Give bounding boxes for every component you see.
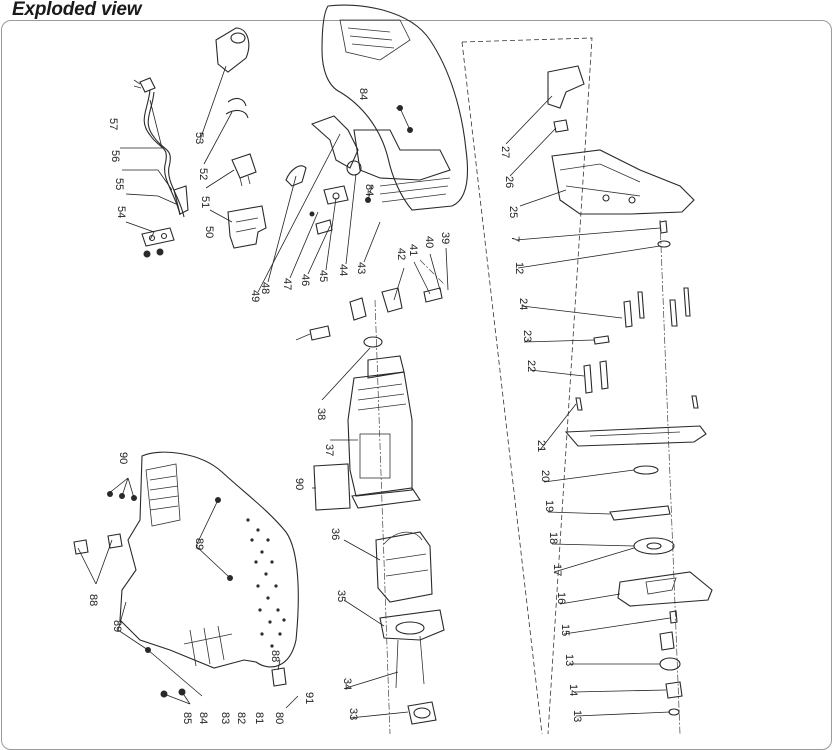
page-title: Exploded view [12,0,142,20]
callout-90-plate: 90 [293,478,305,490]
callout-45: 45 [317,270,329,282]
callout-17: 17 [551,564,563,576]
callout-33: 33 [347,708,359,720]
callout-47: 47 [281,278,293,290]
callout-41: 41 [407,244,419,256]
callout-leaders [77,65,671,719]
callout-89-upper: 89 [193,538,205,550]
motor-stator [375,531,433,603]
callout-39: 39 [439,232,451,244]
callout-89-lower: 89 [111,620,123,632]
callout-55: 55 [113,178,125,190]
callout-36: 36 [329,528,341,540]
callout-88-left: 88 [87,594,99,606]
plunger-guide [609,505,675,555]
callout-81: 81 [253,712,265,724]
cable-clamp [141,227,175,258]
callout-38: 38 [315,408,327,420]
callout-51: 51 [199,196,211,208]
callout-13-upper: 13 [563,654,575,666]
bearing-plate [379,609,445,725]
callout-84-top: 84 [357,88,369,100]
callout-19: 19 [543,500,555,512]
callout-44: 44 [337,264,349,276]
callout-34: 34 [341,678,353,690]
callout-7: 7 [509,236,521,242]
callout-25: 25 [507,206,519,218]
callout-14: 14 [567,684,579,696]
callout-50: 50 [203,226,215,238]
assembly-boundary [461,37,593,734]
base-shoe [617,571,713,716]
callout-24: 24 [517,298,529,310]
motor-armature [347,355,421,509]
callout-20: 20 [539,470,551,482]
callout-18: 18 [547,532,559,544]
brush-holders [295,287,443,348]
callout-43: 43 [355,262,367,274]
callout-48: 48 [259,282,271,294]
callout-84-bottom: 84 [197,712,209,724]
assembly-axis-lines [374,219,681,734]
callout-85: 85 [181,712,193,724]
rating-label-plate [313,463,351,511]
slide-plate [564,425,707,475]
switch-assembly [215,27,267,249]
callout-21: 21 [535,440,547,452]
callout-12: 12 [513,262,525,274]
callout-91: 91 [303,692,315,704]
callout-37: 37 [323,444,335,456]
callout-90-housing: 90 [117,452,129,464]
callout-56: 56 [109,150,121,162]
callout-52: 52 [197,168,209,180]
exploded-view-drawing: 57 56 55 54 53 52 51 50 49 48 47 46 45 4… [73,4,713,734]
callout-16: 16 [555,592,567,604]
callout-26: 26 [503,176,515,188]
callout-numbers: 57 56 55 54 53 52 51 50 49 48 47 46 45 4… [87,88,583,724]
callout-54: 54 [115,206,127,218]
callout-57: 57 [107,118,119,130]
guide-pins-and-screws [575,287,699,411]
gear-housing [547,65,695,248]
callout-46: 46 [299,274,311,286]
callout-40: 40 [423,236,435,248]
callout-82: 82 [235,712,247,724]
power-cord-plug [133,77,189,218]
housing-half-bottom [73,451,299,698]
callout-27: 27 [499,146,511,158]
housing-half-top [285,4,469,235]
callout-49: 49 [249,290,261,302]
callout-35: 35 [335,590,347,602]
callout-22: 22 [525,360,537,372]
callout-15: 15 [559,624,571,636]
callout-13-lower: 13 [571,710,583,722]
callout-23: 23 [521,330,533,342]
callout-53: 53 [193,132,205,144]
callout-80: 80 [273,712,285,724]
callout-88-right: 88 [269,650,281,662]
callout-84-mid: 84 [363,184,375,196]
callout-83: 83 [219,712,231,724]
callout-42: 42 [395,248,407,260]
